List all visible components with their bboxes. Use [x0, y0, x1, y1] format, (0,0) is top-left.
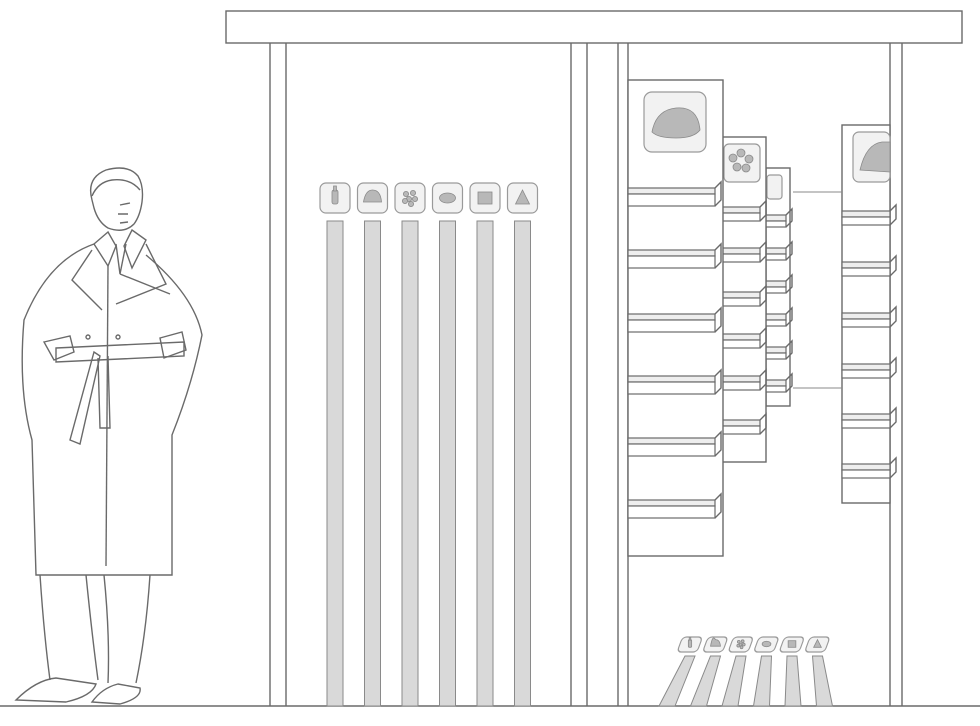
front-shelving-unit [627, 79, 724, 557]
floor-stripe [811, 655, 834, 707]
floor-cheese-icon [805, 636, 830, 653]
shelf [627, 306, 722, 333]
floor-fish-icon [754, 636, 779, 653]
left-wall-panel [269, 43, 588, 706]
shelf [627, 242, 722, 269]
man-in-trench-coat [14, 167, 203, 705]
floor-category-icons [677, 636, 830, 653]
shelf [841, 305, 897, 328]
wall-stripe [326, 220, 344, 707]
middle-shelving-unit-2 [765, 167, 793, 407]
shelf [765, 273, 793, 294]
fascia-beam [225, 10, 963, 44]
floor-stripe [689, 655, 722, 707]
box-icon [469, 182, 501, 214]
bread-icon [356, 182, 389, 214]
floor-stripe [721, 655, 747, 707]
floor-stripe [658, 655, 696, 707]
floor-grapes-icon [728, 636, 753, 653]
floor-stripe [784, 655, 802, 707]
shelf [841, 406, 897, 429]
floor-stripe [752, 655, 773, 707]
shelf [841, 254, 897, 277]
fish-icon [431, 182, 464, 214]
floor-bottle-icon [677, 636, 702, 653]
bottle-icon [319, 182, 351, 214]
shelf [627, 180, 722, 207]
floor-stripes [658, 655, 834, 707]
cheese-icon [506, 182, 539, 214]
wall-stripe [439, 220, 456, 707]
wall-stripe [514, 220, 531, 707]
middle-shelving-unit-1 [721, 136, 767, 463]
wall-stripe [364, 220, 381, 707]
wall-stripe [401, 220, 419, 707]
shelf [627, 492, 722, 519]
wall-stripe [476, 220, 494, 707]
shelf [841, 456, 897, 479]
shelf [627, 368, 722, 395]
category-icons-row [319, 182, 539, 214]
wall-stripes [326, 220, 531, 707]
rear-shelving-unit [793, 124, 897, 504]
shelf [841, 356, 897, 379]
shelf [721, 326, 767, 349]
shelf [627, 430, 722, 457]
shelf [841, 203, 897, 226]
floor-box-icon [779, 636, 804, 653]
floor-bread-icon [703, 636, 728, 653]
grapes-icon [394, 182, 426, 214]
